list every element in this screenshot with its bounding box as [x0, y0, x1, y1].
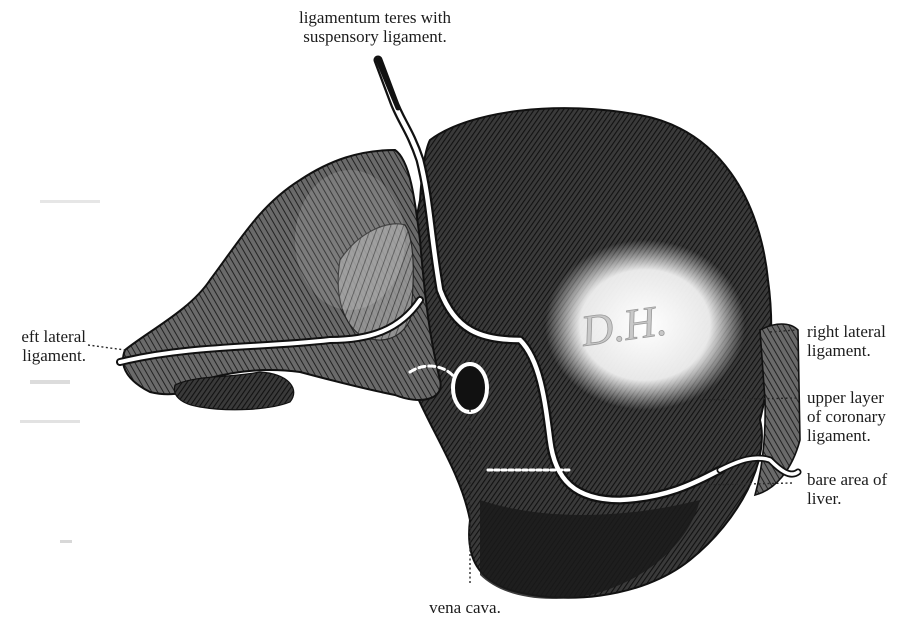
vena-cava-opening [453, 364, 487, 412]
bare-area-label: bare area of liver. [807, 470, 887, 508]
teres-rod [378, 60, 398, 108]
vena-cava-label: vena cava. [390, 598, 540, 617]
left-lateral-label: eft lateral ligament. [0, 327, 86, 365]
coronary-label-line: ligament. [807, 426, 886, 445]
liver-body [123, 108, 800, 599]
vena-cava-label-line: vena cava. [390, 598, 540, 617]
left-lateral-label-line: ligament. [0, 346, 86, 365]
left-lateral-label-line: eft lateral [0, 327, 86, 346]
coronary-label: upper layer of coronary ligament. [807, 388, 886, 445]
margin-smudge [40, 200, 100, 203]
bare-area-label-line: bare area of [807, 470, 887, 489]
bare-area-label-line: liver. [807, 489, 887, 508]
right-lateral-label-line: ligament. [807, 341, 886, 360]
right-lateral-label: right lateral ligament. [807, 322, 886, 360]
ligamentum-teres-label-line: suspensory ligament. [260, 27, 490, 46]
left-lateral-leader [88, 345, 125, 350]
coronary-label-line: of coronary [807, 407, 886, 426]
margin-smudge [20, 420, 80, 423]
ligamentum-teres-label-line: ligamentum teres with [260, 8, 490, 27]
margin-smudge [30, 380, 70, 384]
margin-smudge [60, 540, 72, 543]
ligamentum-teres-label: ligamentum teres with suspensory ligamen… [260, 8, 490, 46]
right-lateral-label-line: right lateral [807, 322, 886, 341]
soft-highlight [295, 170, 405, 310]
coronary-label-line: upper layer [807, 388, 886, 407]
